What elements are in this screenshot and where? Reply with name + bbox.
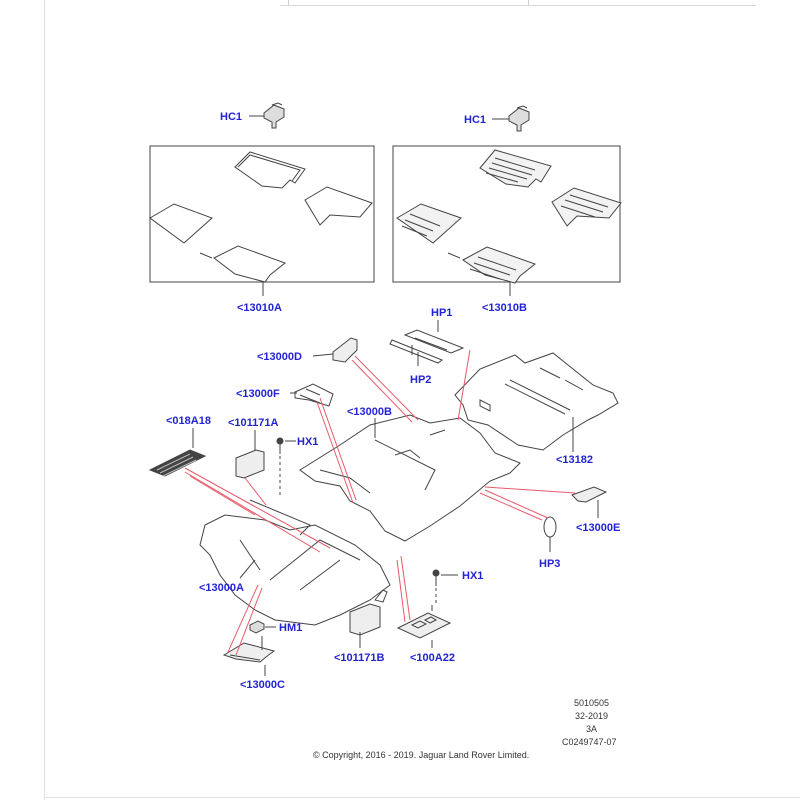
label-hp3[interactable]: HP3 [539, 558, 560, 570]
label-100a22[interactable]: <100A22 [410, 652, 455, 664]
label-hc1-left[interactable]: HC1 [220, 111, 242, 123]
ref-date: 32-2019 [575, 711, 608, 721]
left-border [44, 0, 45, 800]
hp2-strip [389, 339, 444, 364]
label-13000d[interactable]: <13000D [257, 351, 302, 363]
label-101171b[interactable]: <101171B [334, 652, 385, 664]
rear-carpet-13182 [454, 352, 619, 451]
mats-set-b [396, 149, 622, 284]
label-101171a[interactable]: <101171A [228, 417, 279, 429]
copyright-notice: © Copyright, 2016 - 2019. Jaguar Land Ro… [313, 750, 529, 760]
part-100a22 [396, 612, 452, 639]
label-hp2[interactable]: HP2 [410, 374, 431, 386]
part-13000c [222, 642, 276, 663]
part-101171a [235, 449, 265, 479]
part-13000e [571, 486, 608, 503]
hc1-clip-left [263, 102, 285, 129]
label-hx1-top[interactable]: HX1 [297, 436, 318, 448]
hx1-screw-top [276, 437, 284, 454]
part-13000f [294, 383, 334, 407]
label-hx1-bottom[interactable]: HX1 [462, 570, 483, 582]
top-toolbar-edge [280, 0, 756, 6]
label-13000a[interactable]: <13000A [199, 582, 244, 594]
label-hp1[interactable]: HP1 [431, 307, 452, 319]
label-13000f[interactable]: <13000F [236, 388, 280, 400]
hx1-screw-bottom [432, 569, 440, 586]
label-13000c[interactable]: <13000C [240, 679, 285, 691]
label-13010b[interactable]: <13010B [482, 302, 527, 314]
label-018a18[interactable]: <018A18 [166, 415, 211, 427]
label-13182[interactable]: <13182 [556, 454, 593, 466]
ref-number: 5010505 [574, 698, 609, 708]
hc1-clip-right [508, 105, 530, 132]
part-13000d [332, 337, 358, 363]
hp3-plug [543, 516, 557, 538]
label-hm1[interactable]: HM1 [279, 622, 302, 634]
bottom-border [44, 797, 800, 798]
label-13010a[interactable]: <13010A [237, 302, 282, 314]
carpet-13000a [199, 499, 391, 626]
ref-code: C0249747-07 [562, 737, 617, 747]
part-101171b [349, 603, 381, 636]
label-hc1-right[interactable]: HC1 [464, 114, 486, 126]
label-13000b[interactable]: <13000B [347, 406, 392, 418]
floor-mat-set-b-box [392, 145, 621, 283]
mats-set-a [149, 151, 373, 283]
hm1-clip [249, 620, 265, 634]
grille-018a18 [148, 449, 207, 477]
label-13000e[interactable]: <13000E [576, 522, 620, 534]
floor-mat-set-a-box [149, 145, 375, 283]
leader-lines [184, 349, 576, 656]
ref-revision: 3A [586, 724, 597, 734]
hp1-strip [403, 329, 465, 354]
